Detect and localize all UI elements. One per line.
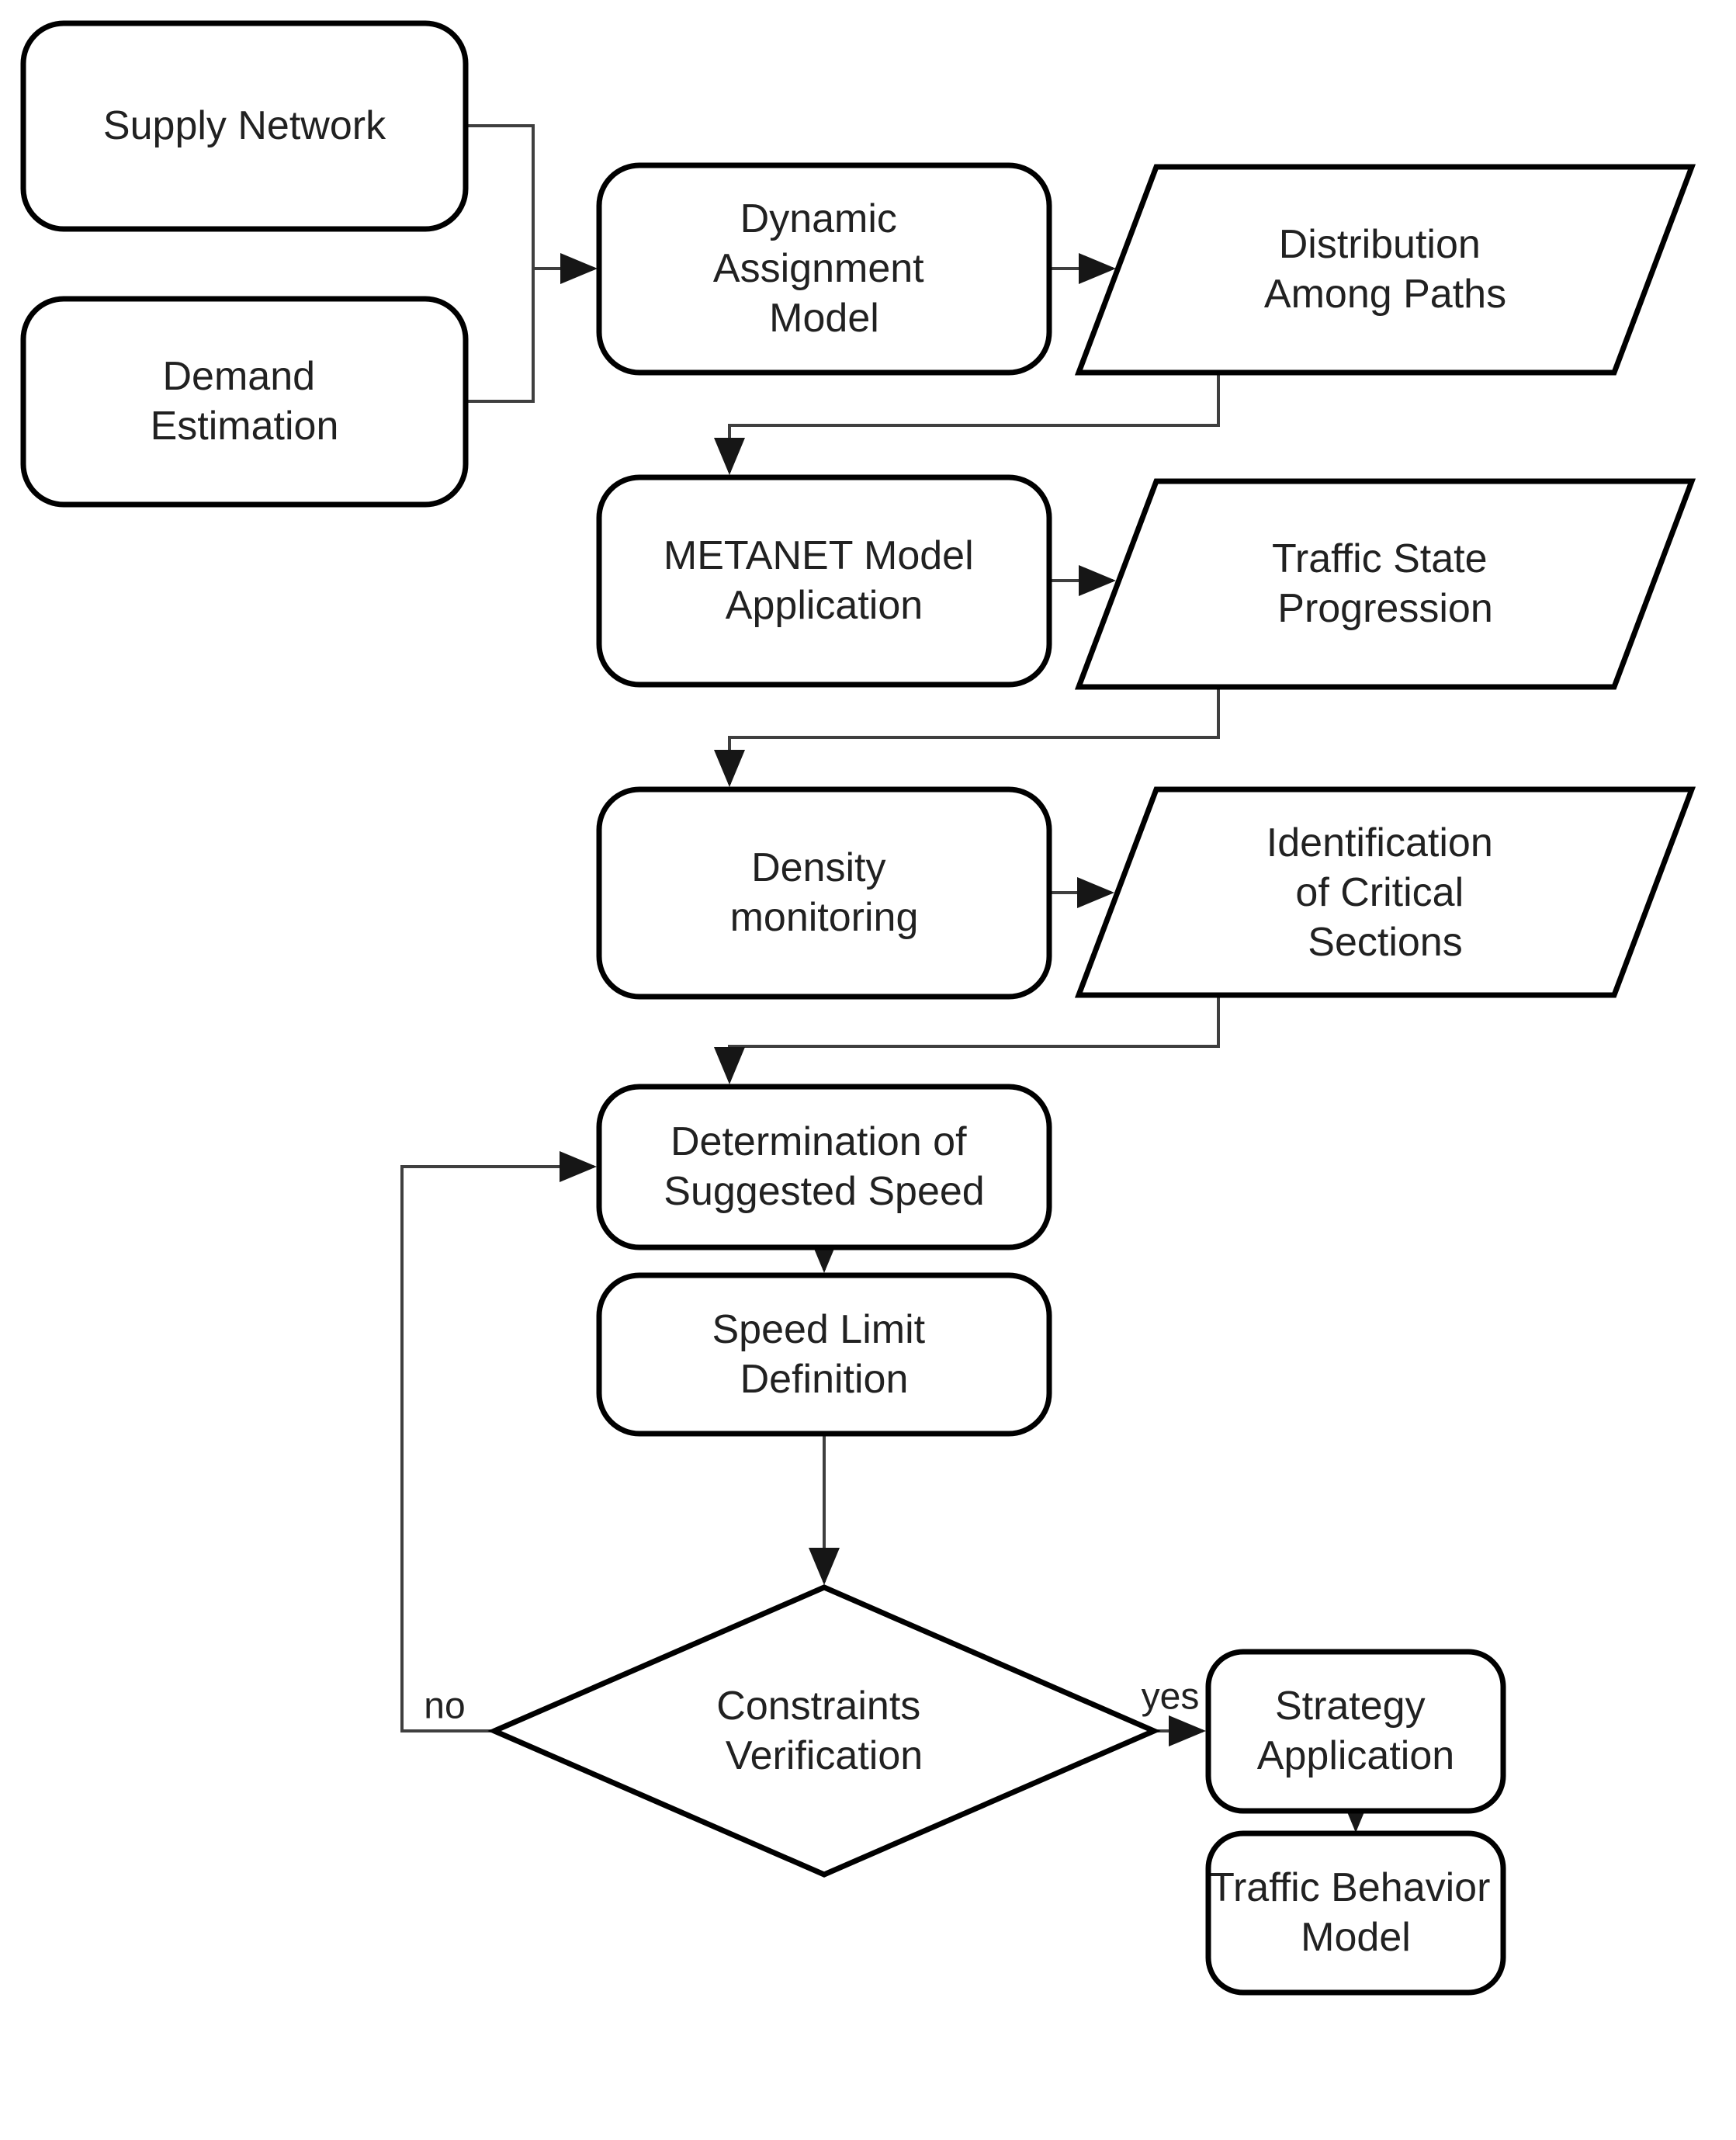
node-metanet-model-application: METANET Model Application: [596, 474, 1052, 688]
node-density-monitoring: Density monitoring: [596, 786, 1052, 1000]
edge-no-loop-to-determination: [400, 1151, 597, 1732]
constraints-verification-label: Constraints Verification: [716, 1684, 931, 1778]
edge-distribution-to-metanet: [714, 373, 1220, 475]
yes-branch-label: yes: [1142, 1677, 1200, 1718]
traffic-behavior-model-label: Traffic Behavior Model: [1210, 1865, 1502, 1960]
node-supply-network: Supply Network: [20, 20, 469, 232]
node-constraints-verification: Constraints Verification: [487, 1584, 1161, 1878]
dynamic-assignment-model-label: Dynamic Assignment Model: [713, 196, 935, 341]
metanet-model-application-shape: [596, 474, 1052, 688]
node-determination-of-suggested-speed: Determination of Suggested Speed: [596, 1084, 1052, 1250]
strategy-application-shape: [1205, 1649, 1506, 1814]
dynamic-assignment-model-shape: [596, 162, 1052, 376]
edge-identification-to-determination: [714, 995, 1220, 1084]
determination-of-suggested-speed-label: Determination of Suggested Speed: [664, 1119, 984, 1214]
edge-demand-to-junction: [466, 269, 535, 403]
traffic-state-progression-shape: [1074, 478, 1696, 690]
traffic-behavior-model-shape: [1205, 1830, 1506, 1996]
speed-limit-definition-label: Speed Limit Definition: [712, 1307, 936, 1402]
node-distribution-among-paths: Distribution Among Paths: [1074, 164, 1696, 376]
demand-estimation-shape: [20, 296, 469, 508]
constraints-verification-shape: [487, 1584, 1161, 1878]
density-monitoring-shape: [596, 786, 1052, 1000]
node-traffic-behavior-model: Traffic Behavior Model: [1205, 1830, 1506, 1996]
node-dynamic-assignment-model: Dynamic Assignment Model: [596, 162, 1052, 376]
no-branch-label: no: [424, 1686, 465, 1727]
traffic-state-progression-label: Traffic State Progression: [1272, 536, 1499, 631]
node-identification-of-critical-sections: Identification of Critical Sections: [1074, 786, 1696, 998]
supply-network-shape: [20, 20, 469, 232]
determination-of-suggested-speed-shape: [596, 1084, 1052, 1250]
node-strategy-application: Strategy Application: [1205, 1649, 1506, 1814]
node-demand-estimation: Demand Estimation: [20, 296, 469, 508]
identification-of-critical-sections-label: Identification of Critical Sections: [1266, 820, 1504, 965]
edges-layer: no yes: [400, 124, 1371, 1833]
speed-limit-definition-shape: [596, 1272, 1052, 1437]
supply-network-label: Supply Network: [103, 103, 386, 148]
edge-traffic-state-to-density: [714, 687, 1220, 787]
edge-supply-to-junction: [466, 124, 535, 269]
density-monitoring-label: Density monitoring: [730, 845, 919, 940]
distribution-among-paths-shape: [1074, 164, 1696, 376]
node-traffic-state-progression: Traffic State Progression: [1074, 478, 1696, 690]
node-speed-limit-definition: Speed Limit Definition: [596, 1272, 1052, 1437]
identification-of-critical-sections-shape: [1074, 786, 1696, 998]
strategy-application-label: Strategy Application: [1257, 1684, 1454, 1778]
demand-estimation-label: Demand Estimation: [151, 354, 339, 449]
distribution-among-paths-label: Distribution Among Paths: [1264, 222, 1506, 317]
metanet-model-application-label: METANET Model Application: [664, 533, 985, 628]
